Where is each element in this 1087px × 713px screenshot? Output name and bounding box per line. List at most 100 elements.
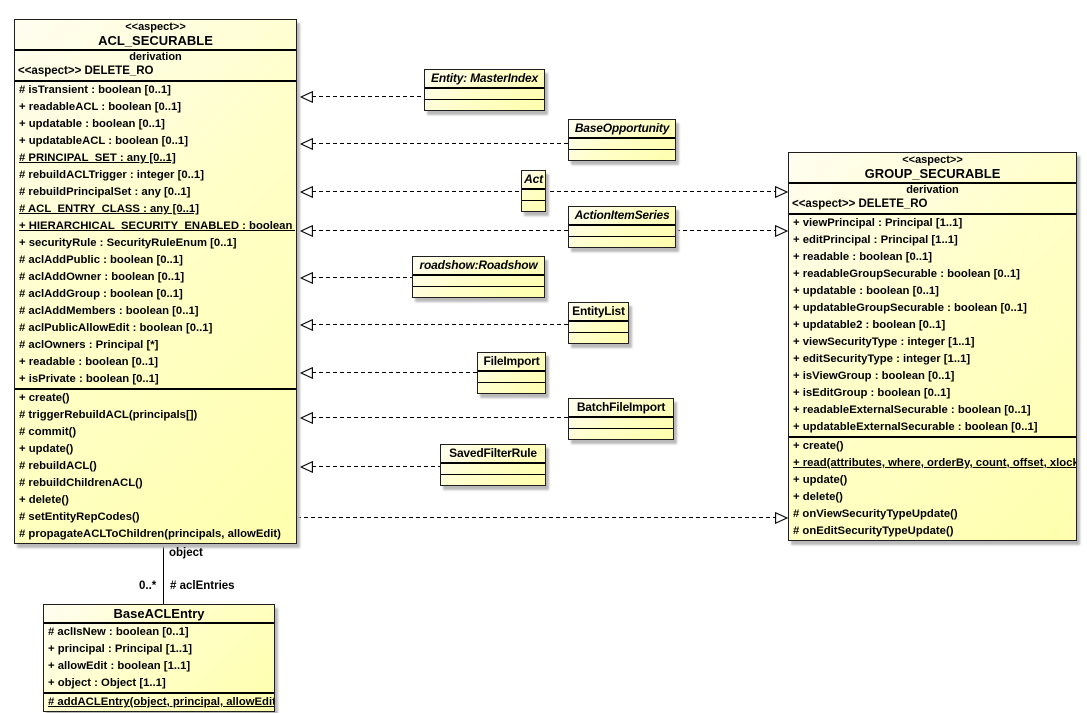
connector-line-entity-masterindex-to-acl [312, 96, 424, 98]
operation-row: # propagateACLToChildren(principals, all… [19, 528, 281, 540]
empty-operations-compartment [478, 383, 545, 393]
operations-compartment: # addACLEntry(object, principal, allowEd… [44, 694, 274, 711]
operation-row: + read(attributes, where, orderBy, count… [793, 457, 1076, 469]
attributes-compartment: # aclIsNew : boolean [0..1]+ principal :… [44, 624, 274, 694]
empty-operations-compartment [569, 333, 628, 343]
class-fileimport[interactable]: FileImport [477, 352, 546, 394]
attribute-row: # PRINCIPAL_SET : any [0..1] [19, 152, 176, 164]
class-header: Act [522, 171, 545, 190]
operation-row: # onViewSecurityTypeUpdate() [793, 508, 958, 520]
stereotype-label: <<aspect>> [902, 154, 963, 166]
connector-line-entitylist-to-acl [312, 324, 568, 326]
connector-label-role-aclentries: # aclEntries [170, 580, 235, 592]
left-arrowhead-batchfileimport-to-acl [300, 412, 313, 424]
class-name: Entity: MasterIndex [431, 71, 538, 85]
attribute-row: + updatableGroupSecurable : boolean [0..… [793, 302, 1027, 314]
secondary-label: <<aspect>> DELETE_RO [18, 65, 154, 77]
operation-row: + delete() [793, 491, 843, 503]
left-arrowhead-baseopportunity-to-acl [300, 138, 313, 150]
class-entitylist[interactable]: EntityList [568, 302, 629, 344]
connector-line-baseopportunity-to-acl [312, 143, 568, 145]
attribute-row: + readable : boolean [0..1] [19, 356, 159, 368]
attribute-row: + editPrincipal : Principal [1..1] [793, 234, 958, 246]
connector-line-batchfileimport-to-acl [312, 417, 568, 419]
attribute-row: + HIERARCHICAL_SECURITY_ENABLED : boolea… [19, 220, 296, 232]
attribute-row: + isEditGroup : boolean [0..1] [793, 387, 951, 399]
connector-line-actionitemseries-to-acl-and-group [312, 230, 776, 232]
attribute-row: + object : Object [1..1] [48, 677, 166, 689]
attribute-row: + editSecurityType : integer [1..1] [793, 353, 971, 365]
attribute-row: + updatableACL : boolean [0..1] [19, 135, 188, 147]
attribute-row: # aclIsNew : boolean [0..1] [48, 626, 189, 638]
class-savedfilterrule[interactable]: SavedFilterRule [440, 444, 546, 486]
right-arrowhead-act-to-acl-and-group [775, 186, 788, 198]
attribute-row: + readableGroupSecurable : boolean [0..1… [793, 268, 1020, 280]
empty-operations-compartment [441, 475, 545, 485]
class-name: EntityList [572, 304, 625, 318]
class-baseopportunity[interactable]: BaseOpportunity [568, 119, 676, 161]
class-name: BatchFileImport [576, 400, 666, 414]
attribute-row: + updatable : boolean [0..1] [19, 118, 165, 130]
operation-row: + update() [793, 474, 848, 486]
class-roadshow-roadshow[interactable]: roadshow:Roadshow [412, 256, 545, 298]
class-header: <<aspect>>ACL_SECURABLE [15, 20, 296, 51]
empty-attributes-compartment [441, 464, 545, 475]
attribute-row: + viewPrincipal : Principal [1..1] [793, 217, 963, 229]
left-arrowhead-fileimport-to-acl [300, 367, 313, 379]
class-name: SavedFilterRule [449, 446, 537, 460]
attributes-compartment: + viewPrincipal : Principal [1..1] + edit… [789, 215, 1076, 438]
empty-operations-compartment [569, 429, 673, 439]
operation-row: # triggerRebuildACL(principals[]) [19, 409, 198, 421]
attribute-row: + readable : boolean [0..1] [793, 251, 933, 263]
attribute-row: # aclAddOwner : boolean [0..1] [19, 271, 185, 283]
empty-attributes-compartment [478, 372, 545, 383]
left-arrowhead-act-to-acl-and-group [300, 186, 313, 198]
operation-row: + create() [19, 392, 70, 404]
class-actionitemseries[interactable]: ActionItemSeries [568, 206, 676, 248]
attribute-row: # ACL_ENTRY_CLASS : any [0..1] [19, 203, 199, 215]
connector-label-multiplicity: 0..* [139, 580, 157, 592]
attribute-row: + isPrivate : boolean [0..1] [19, 373, 159, 385]
right-arrowhead-acl-to-group [775, 512, 788, 524]
operation-row: + update() [19, 443, 74, 455]
left-arrowhead-entitylist-to-acl [300, 319, 313, 331]
class-header: <<aspect>>GROUP_SECURABLE [789, 153, 1076, 184]
class-name: roadshow:Roadshow [419, 258, 538, 272]
class-base-acl-entry[interactable]: BaseACLEntry# aclIsNew : boolean [0..1]+… [43, 604, 275, 712]
operation-row: # rebuildACL() [19, 460, 97, 472]
class-header: roadshow:Roadshow [413, 257, 544, 276]
attribute-row: + isViewGroup : boolean [0..1] [793, 370, 955, 382]
connector-label-role-object: object [169, 547, 203, 559]
right-arrowhead-actionitemseries-to-acl-and-group [775, 225, 788, 237]
empty-attributes-compartment [425, 89, 544, 100]
empty-attributes-compartment [413, 276, 544, 287]
operations-compartment: + create()+ read(attributes, where, orde… [789, 438, 1076, 540]
attribute-row: + securityRule : SecurityRuleEnum [0..1] [19, 237, 237, 249]
class-header: BaseACLEntry [44, 605, 274, 624]
empty-operations-compartment [569, 237, 675, 247]
secondary-label: derivation [129, 51, 182, 63]
empty-operations-compartment [569, 150, 675, 160]
class-header: EntityList [569, 303, 628, 322]
empty-attributes-compartment [569, 418, 673, 429]
empty-operations-compartment [413, 287, 544, 297]
class-name: BaseACLEntry [113, 606, 205, 621]
class-name: ActionItemSeries [574, 208, 670, 222]
attribute-row: + allowEdit : boolean [1..1] [48, 660, 191, 672]
left-arrowhead-entity-masterindex-to-acl [300, 91, 313, 103]
connector-line-savedfilterrule-to-acl [312, 466, 440, 468]
stereotype-label: <<aspect>> [125, 21, 186, 33]
operation-row: # setEntityRepCodes() [19, 511, 140, 523]
class-batchfileimport[interactable]: BatchFileImport [568, 398, 674, 440]
class-header: Entity: MasterIndex [425, 70, 544, 89]
class-act[interactable]: Act [521, 170, 546, 212]
empty-attributes-compartment [569, 322, 628, 333]
class-header: ActionItemSeries [569, 207, 675, 226]
attribute-row: + viewSecurityType : integer [1..1] [793, 336, 975, 348]
attribute-row: + readableExternalSecurable : boolean [0… [793, 404, 1031, 416]
attribute-row: # isTransient : boolean [0..1] [19, 84, 171, 96]
operation-row: # rebuildChildrenACL() [19, 477, 143, 489]
class-entity-masterindex[interactable]: Entity: MasterIndex [424, 69, 545, 111]
